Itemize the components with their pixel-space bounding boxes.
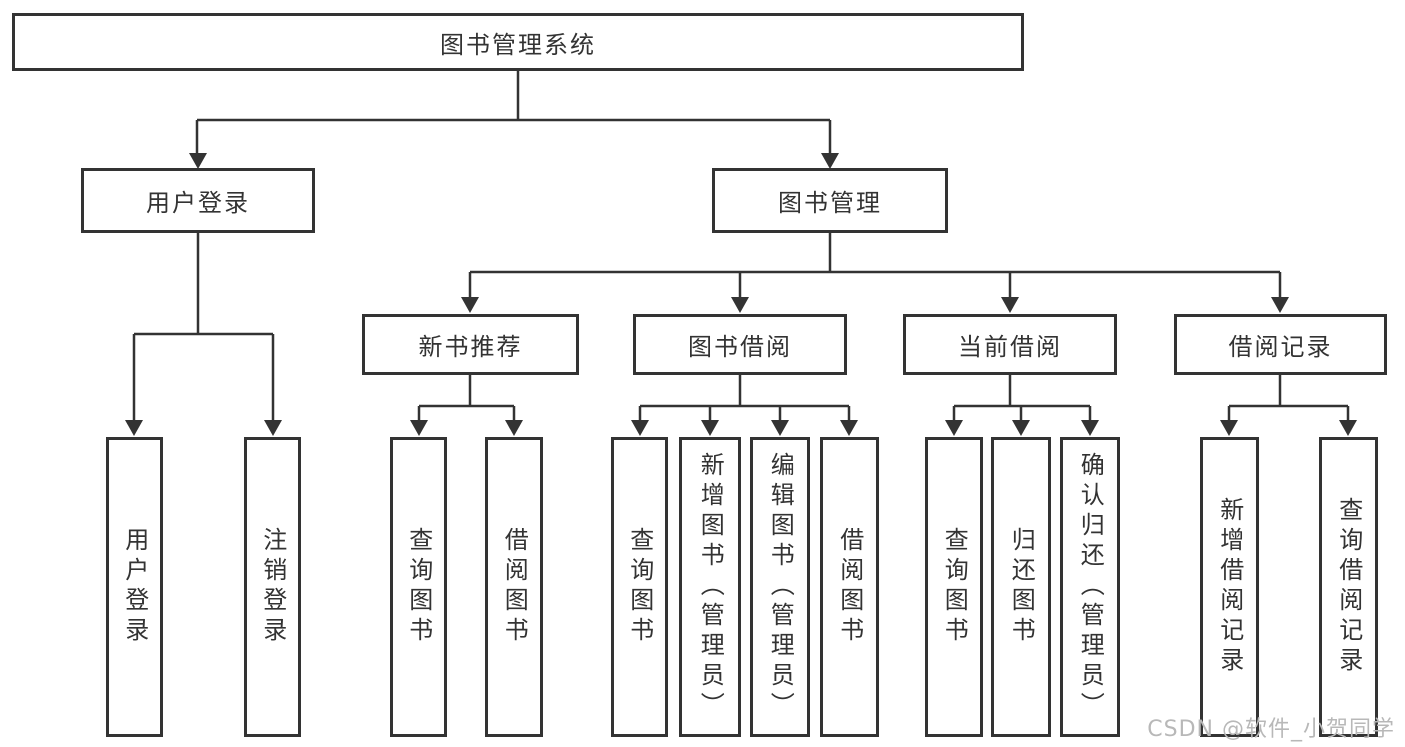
leaf-logout: 注销登录: [244, 437, 301, 737]
arrowhead: [701, 420, 719, 436]
leaf-label: 新增借阅记录: [1215, 497, 1244, 677]
arrowhead: [189, 153, 207, 169]
leaf-br-add-record: 新增借阅记录: [1200, 437, 1259, 737]
connector-borrow-records-children: [1227, 375, 1350, 423]
leaf-label: 新增图书（管理员）: [696, 452, 725, 722]
node-label: 新书推荐: [418, 333, 523, 361]
connector-root-to-level2: [195, 70, 832, 154]
arrowhead: [771, 420, 789, 436]
leaf-label: 借阅图书: [835, 527, 864, 647]
connector-current-borrow-children: [952, 375, 1092, 423]
arrowhead: [1001, 297, 1019, 313]
leaf-bb-edit-books-admin: 编辑图书（管理员）: [750, 437, 810, 737]
arrowhead: [631, 420, 649, 436]
arrowhead: [264, 420, 282, 436]
node-label: 用户登录: [146, 189, 250, 217]
arrowhead: [1081, 420, 1099, 436]
arrowhead: [1271, 297, 1289, 313]
leaf-label: 查询图书: [404, 527, 433, 647]
arrowhead: [821, 153, 839, 169]
arrowhead: [840, 420, 858, 436]
leaf-label: 归还图书: [1007, 527, 1036, 647]
arrowhead: [1339, 420, 1357, 436]
leaf-cb-confirm-return-admin: 确认归还（管理员）: [1060, 437, 1120, 737]
leaf-label: 查询图书: [940, 527, 969, 647]
arrowhead: [1220, 420, 1238, 436]
node-label: 当前借阅: [958, 333, 1062, 361]
leaf-label: 确认归还（管理员）: [1076, 452, 1105, 722]
node-new-book-recommend: 新书推荐: [362, 314, 579, 375]
node-user-login: 用户登录: [81, 168, 315, 233]
node-borrow-records: 借阅记录: [1174, 314, 1387, 375]
arrowhead: [410, 420, 428, 436]
node-label: 图书借阅: [688, 333, 792, 361]
leaf-label: 查询借阅记录: [1334, 497, 1363, 677]
leaf-bb-borrow-books: 借阅图书: [820, 437, 879, 737]
leaf-label: 查询图书: [625, 527, 654, 647]
leaf-br-query-record: 查询借阅记录: [1319, 437, 1378, 737]
arrowhead: [1012, 420, 1030, 436]
arrowhead: [505, 420, 523, 436]
arrowhead: [731, 297, 749, 313]
arrowhead: [945, 420, 963, 436]
csdn-watermark: CSDN @软件_小贺同学: [1147, 717, 1395, 742]
connector-user-login-children: [132, 233, 275, 423]
node-book-management: 图书管理: [712, 168, 948, 233]
connector-book-borrow-children: [638, 375, 851, 423]
node-label: 图书管理: [778, 189, 882, 217]
arrowheads: [125, 153, 1357, 436]
leaf-nb-borrow-books: 借阅图书: [485, 437, 543, 737]
node-label: 借阅记录: [1228, 333, 1333, 361]
node-book-borrowing: 图书借阅: [633, 314, 847, 375]
leaf-label: 注销登录: [258, 527, 287, 647]
node-label: 图书管理系统: [440, 30, 596, 59]
connector-new-books-children: [417, 375, 516, 423]
node-library-management-system: 图书管理系统: [12, 13, 1024, 71]
leaf-bb-query-books: 查询图书: [611, 437, 668, 737]
leaf-label: 用户登录: [120, 527, 149, 647]
arrowhead: [125, 420, 143, 436]
node-current-borrowing: 当前借阅: [903, 314, 1117, 375]
arrowhead: [461, 297, 479, 313]
leaf-cb-return-books: 归还图书: [991, 437, 1051, 737]
leaf-label: 借阅图书: [500, 527, 529, 647]
leaf-bb-add-books-admin: 新增图书（管理员）: [679, 437, 741, 737]
connector-book-mgmt-children: [468, 233, 1282, 300]
leaf-user-login: 用户登录: [106, 437, 163, 737]
leaf-nb-query-books: 查询图书: [390, 437, 447, 737]
leaf-label: 编辑图书（管理员）: [766, 452, 795, 722]
leaf-cb-query-books: 查询图书: [925, 437, 983, 737]
